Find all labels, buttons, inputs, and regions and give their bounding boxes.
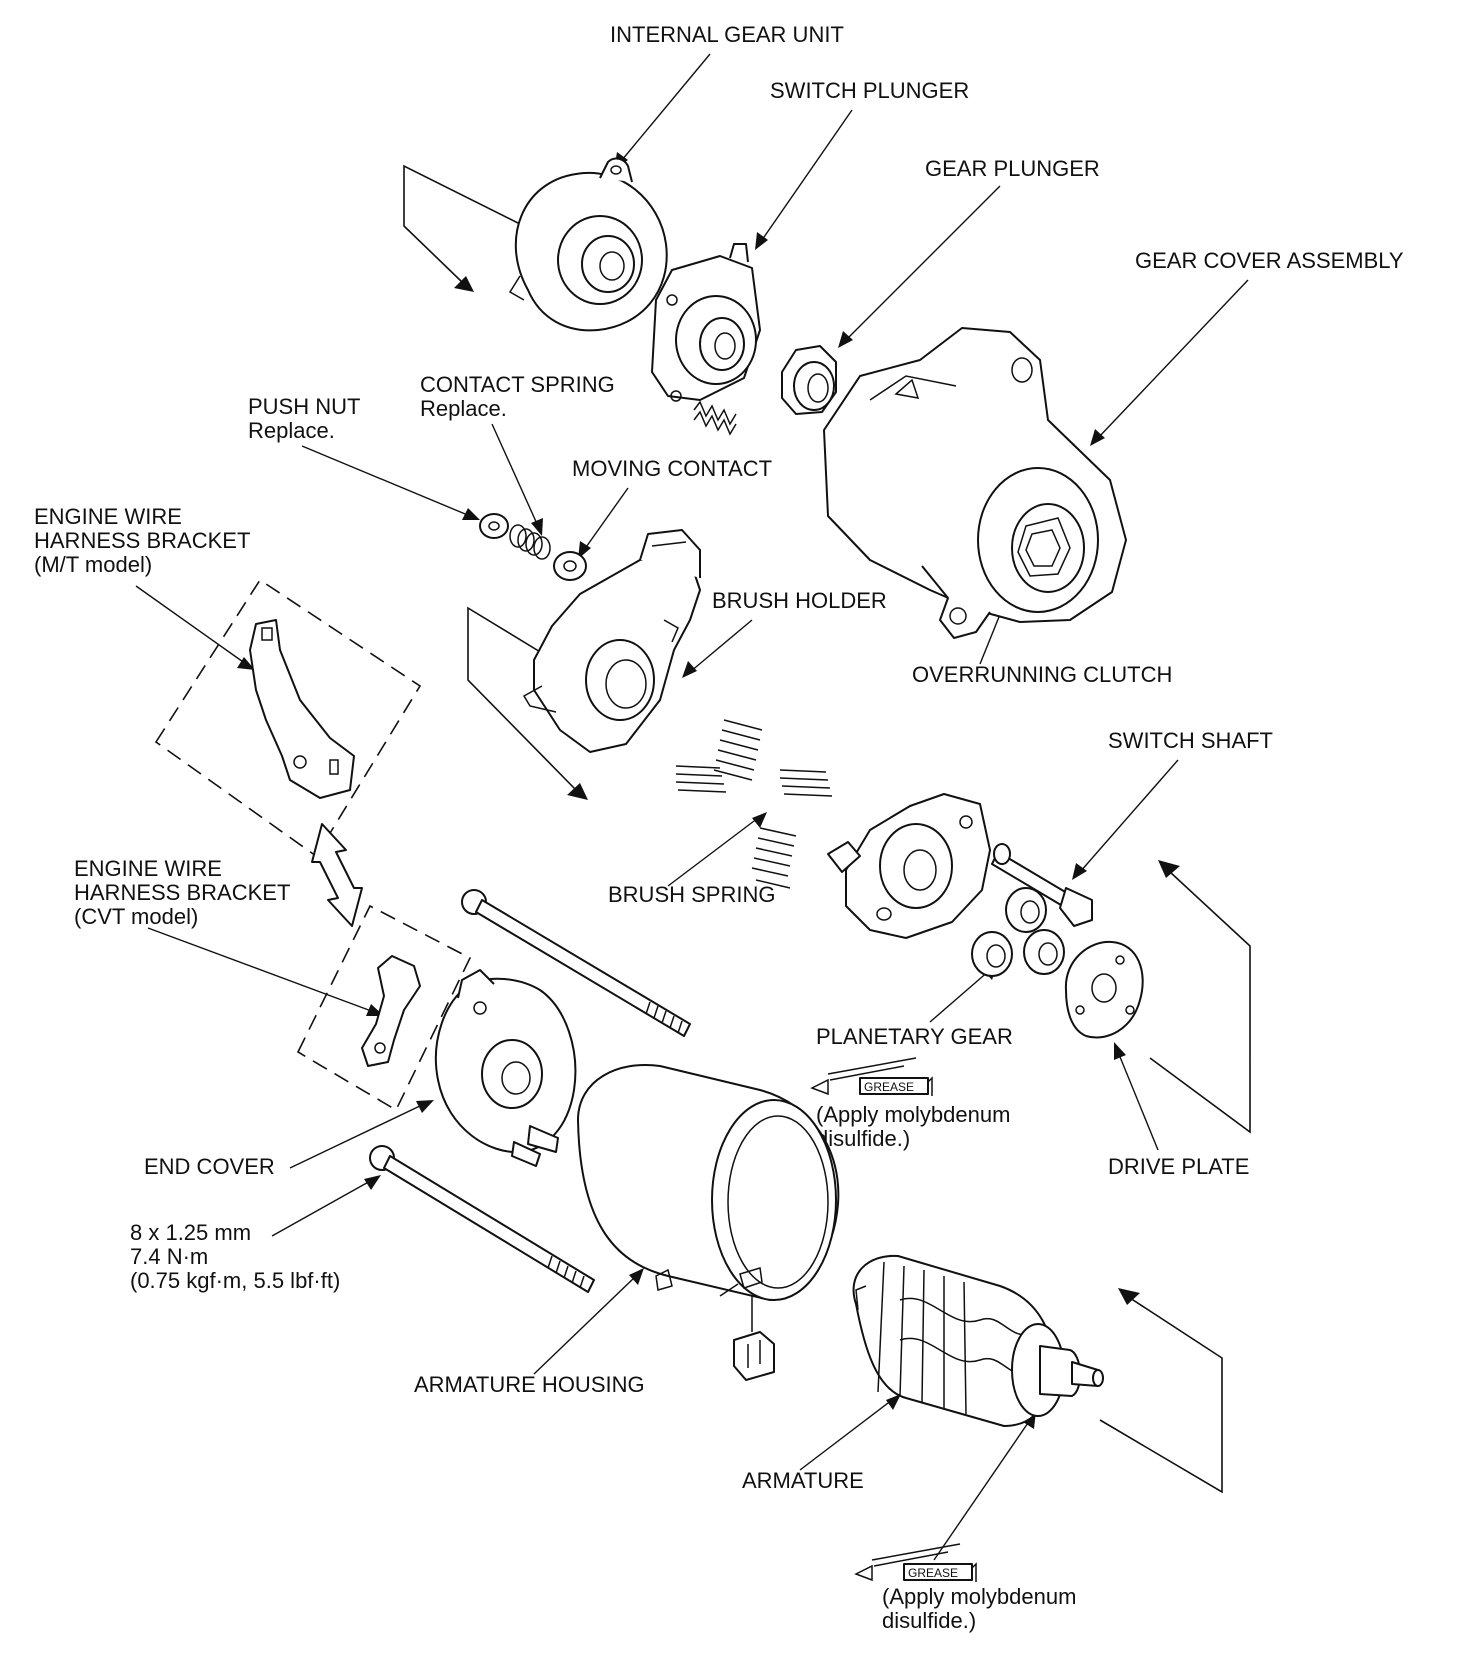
bracket-cvt-group (296, 904, 472, 1112)
brush-springs (675, 719, 833, 889)
label-brush-spring: BRUSH SPRING (608, 882, 775, 907)
label-bolt-size: 8 x 1.25 mm (130, 1220, 251, 1245)
label-bracket-mt-2: HARNESS BRACKET (34, 528, 250, 553)
label-overrunning-clutch: OVERRUNNING CLUTCH (912, 662, 1172, 687)
brush-end-plate (827, 793, 991, 939)
grease-gun-icon: GREASE (810, 1057, 933, 1096)
label-switch-shaft: SWITCH SHAFT (1108, 728, 1273, 753)
label-contact-spring-note: Replace. (420, 396, 507, 421)
label-drive-plate: DRIVE PLATE (1108, 1154, 1249, 1179)
label-bracket-mt-3: (M/T model) (34, 552, 152, 577)
through-bolt-lower (369, 1145, 595, 1293)
grease-gun-icon: GREASE (854, 1543, 977, 1582)
gear-cover-assembly (823, 327, 1127, 639)
contact-spring (509, 524, 551, 560)
interchange-arrow-icon (311, 823, 363, 927)
label-bolt-torque-alt: (0.75 kgf·m, 5.5 lbf·ft) (130, 1268, 340, 1293)
label-grease-note-1a: (Apply molybdenum (816, 1102, 1010, 1127)
internal-gear-unit (508, 157, 668, 332)
label-push-nut: PUSH NUT (248, 394, 360, 419)
label-armature: ARMATURE (742, 1468, 864, 1493)
assembly-flow-arrows (403, 164, 1251, 1494)
label-bracket-cvt-1: ENGINE WIRE (74, 856, 222, 881)
label-grease-note-2b: disulfide.) (882, 1608, 976, 1633)
armature-housing (577, 1064, 840, 1301)
grease-tag-1: GREASE (864, 1080, 914, 1094)
bracket-mt-group (154, 578, 422, 858)
contact-spring-small (693, 400, 737, 436)
switch-shaft (991, 843, 1093, 927)
label-end-cover: END COVER (144, 1154, 275, 1179)
housing-clip (733, 1296, 775, 1381)
end-cover (434, 969, 577, 1167)
moving-contact (553, 551, 587, 581)
label-brush-holder: BRUSH HOLDER (712, 588, 887, 613)
brush-holder (522, 529, 701, 753)
label-bracket-cvt-2: HARNESS BRACKET (74, 880, 290, 905)
label-internal-gear-unit: INTERNAL GEAR UNIT (610, 22, 844, 47)
label-bracket-mt-1: ENGINE WIRE (34, 504, 182, 529)
gear-plunger (781, 345, 837, 415)
label-contact-spring: CONTACT SPRING (420, 372, 615, 397)
drive-plate (1064, 940, 1144, 1039)
label-push-nut-note: Replace. (248, 418, 335, 443)
label-moving-contact: MOVING CONTACT (572, 456, 772, 481)
leader-lines (135, 53, 1249, 1561)
label-grease-note-1b: disulfide.) (816, 1126, 910, 1151)
label-bracket-cvt-3: (CVT model) (74, 904, 198, 929)
switch-plunger (651, 243, 761, 402)
label-planetary-gear: PLANETARY GEAR (816, 1024, 1013, 1049)
label-gear-cover-assembly: GEAR COVER ASSEMBLY (1135, 248, 1404, 273)
label-gear-plunger: GEAR PLUNGER (925, 156, 1100, 181)
label-bolt-torque: 7.4 N·m (130, 1244, 208, 1269)
label-grease-note-2a: (Apply molybdenum (882, 1584, 1076, 1609)
label-armature-housing: ARMATURE HOUSING (414, 1372, 645, 1397)
through-bolt-upper (461, 889, 691, 1037)
grease-tag-2: GREASE (908, 1566, 958, 1580)
push-nut (479, 513, 509, 539)
label-switch-plunger: SWITCH PLUNGER (770, 78, 969, 103)
armature (852, 1254, 1104, 1427)
planetary-gears (971, 887, 1065, 977)
